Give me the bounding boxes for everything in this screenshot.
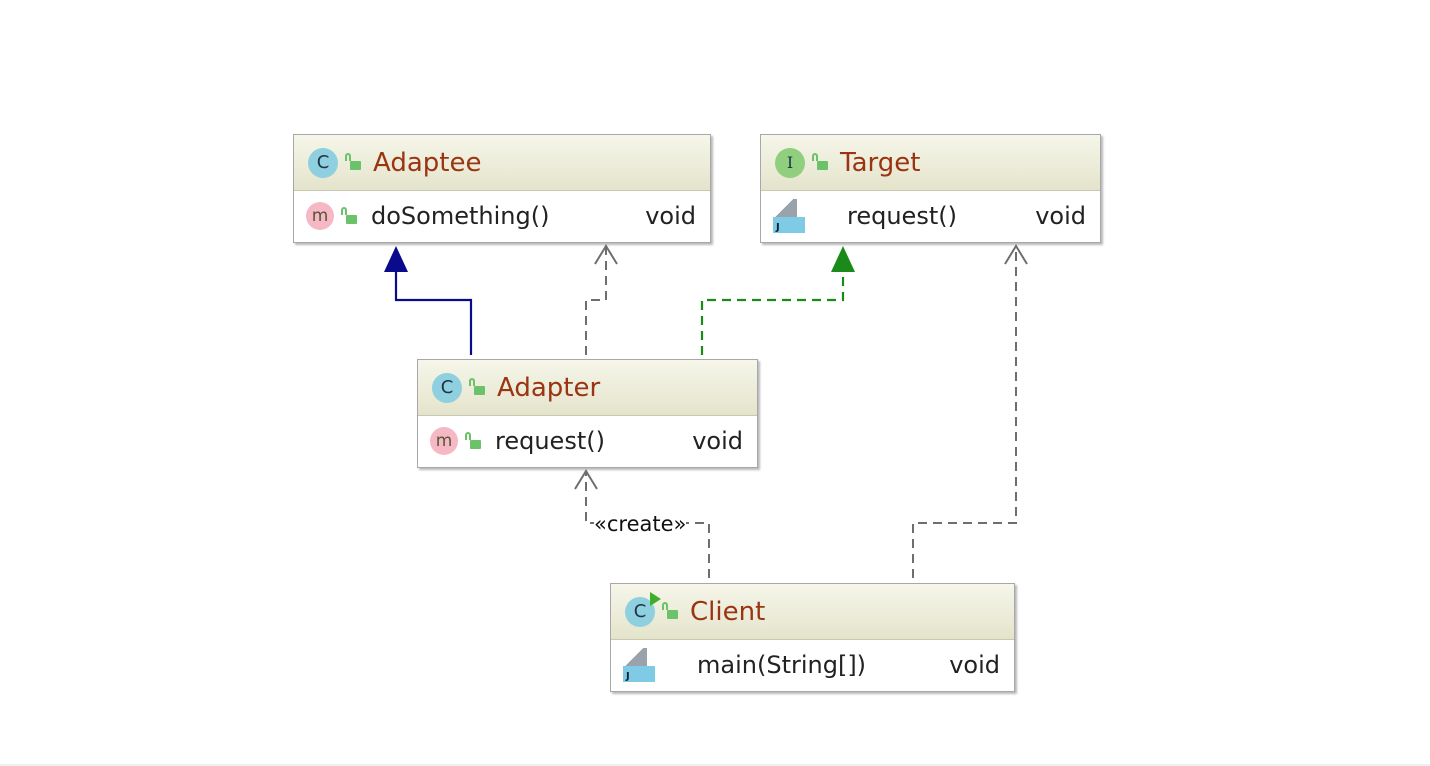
class-header: C Adapter — [418, 360, 757, 416]
method-icon: m — [430, 427, 458, 455]
public-visibility-icon — [345, 153, 361, 170]
member-row[interactable]: m doSomething() void — [294, 191, 710, 241]
member-name: doSomething() — [371, 202, 550, 230]
bottom-divider — [0, 764, 1430, 766]
class-box-adapter[interactable]: C Adapter m request() void — [417, 359, 758, 468]
class-header: C Client — [611, 584, 1014, 640]
public-visibility-icon — [662, 602, 678, 619]
interface-icon: I — [775, 147, 805, 178]
method-icon: m — [306, 202, 334, 230]
member-row[interactable]: J main(String[]) void — [611, 640, 1014, 690]
class-box-client[interactable]: C Client J main(String[]) void — [610, 583, 1015, 692]
member-type: void — [692, 427, 743, 455]
member-type: void — [949, 651, 1000, 679]
class-icon: C — [308, 147, 338, 178]
member-row[interactable]: J request() void — [761, 191, 1100, 241]
inheritance-arrowhead — [384, 246, 408, 272]
class-name: Adapter — [497, 372, 601, 403]
interface-box-target[interactable]: I Target J request() void — [760, 134, 1101, 243]
dependency-edge-client-target — [912, 246, 1017, 578]
runnable-class-icon: C — [625, 591, 661, 627]
dependency-arrowhead — [574, 469, 598, 490]
dependency-arrowhead — [594, 244, 618, 265]
create-dependency-edge-client-adapter — [585, 471, 710, 578]
public-visibility-icon — [812, 153, 828, 170]
dependency-arrowhead — [1004, 244, 1028, 265]
static-file-icon: J — [773, 199, 805, 233]
interface-name: Target — [840, 147, 921, 178]
create-stereotype-label: «create» — [594, 512, 687, 536]
static-file-icon: J — [623, 648, 655, 682]
member-type: void — [645, 202, 696, 230]
class-header: C Adaptee — [294, 135, 710, 191]
member-name: request() — [495, 427, 605, 455]
class-box-adaptee[interactable]: C Adaptee m doSomething() void — [293, 134, 711, 243]
member-type: void — [1035, 202, 1086, 230]
member-name: main(String[]) — [697, 651, 867, 679]
class-icon: C — [432, 372, 462, 403]
public-visibility-icon — [465, 431, 481, 449]
member-name: request() — [847, 202, 957, 230]
public-visibility-icon — [469, 378, 485, 395]
realization-edge-adapter-target — [700, 272, 845, 355]
public-visibility-icon — [341, 206, 357, 224]
dependency-edge-adapter-adaptee — [585, 246, 607, 355]
interface-header: I Target — [761, 135, 1100, 191]
class-name: Adaptee — [373, 147, 482, 178]
run-icon — [650, 591, 661, 606]
member-row[interactable]: m request() void — [418, 416, 757, 466]
realization-arrowhead — [831, 246, 855, 272]
inheritance-edge-adapter-adaptee — [394, 272, 473, 355]
class-name: Client — [690, 596, 766, 627]
